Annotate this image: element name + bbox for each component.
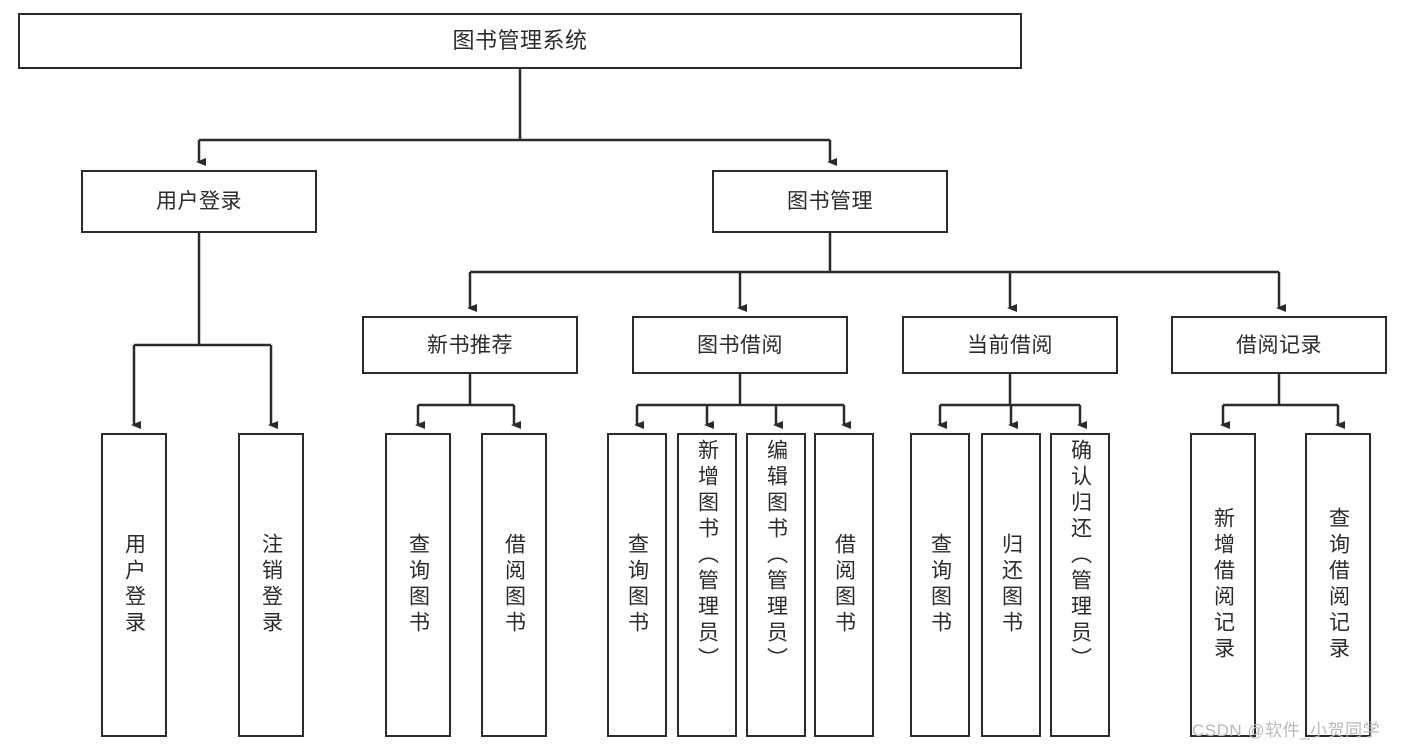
node-book-borrow-label: 图书借阅 (697, 333, 783, 357)
node-new-book-rec-label: 新书推荐 (427, 333, 513, 357)
node-leaf-confirm-return-label: 确认归还（管理员） (1068, 439, 1092, 673)
node-borrow-record[interactable]: 借阅记录 (1171, 316, 1387, 374)
node-leaf-user-login-label: 用户登录 (122, 533, 146, 637)
node-current-borrow-label: 当前借阅 (967, 333, 1053, 357)
node-leaf-edit-book-label: 编辑图书（管理员） (764, 439, 788, 673)
node-new-book-rec[interactable]: 新书推荐 (362, 316, 578, 374)
node-leaf-return-book[interactable]: 归还图书 (981, 433, 1041, 737)
node-leaf-add-book[interactable]: 新增图书（管理员） (677, 433, 737, 737)
node-leaf-query-book-3[interactable]: 查询图书 (910, 433, 970, 737)
node-leaf-query-record[interactable]: 查询借阅记录 (1305, 433, 1371, 737)
node-leaf-user-logout[interactable]: 注销登录 (238, 433, 304, 737)
node-user-login-label: 用户登录 (156, 190, 242, 213)
node-leaf-user-login[interactable]: 用户登录 (101, 433, 167, 737)
node-leaf-borrow-book-2-label: 借阅图书 (832, 533, 856, 637)
node-user-login[interactable]: 用户登录 (81, 170, 317, 233)
node-leaf-add-record[interactable]: 新增借阅记录 (1190, 433, 1256, 737)
watermark-text: CSDN @软件_小贺同学 (1192, 721, 1381, 740)
node-leaf-confirm-return[interactable]: 确认归还（管理员） (1050, 433, 1110, 737)
node-leaf-borrow-book-2[interactable]: 借阅图书 (814, 433, 874, 737)
node-leaf-edit-book[interactable]: 编辑图书（管理员） (746, 433, 806, 737)
node-leaf-query-book-1[interactable]: 查询图书 (385, 433, 451, 737)
node-leaf-query-book-3-label: 查询图书 (928, 533, 952, 637)
node-leaf-add-record-label: 新增借阅记录 (1211, 507, 1235, 663)
node-leaf-return-book-label: 归还图书 (999, 533, 1023, 637)
node-leaf-borrow-book-1[interactable]: 借阅图书 (481, 433, 547, 737)
node-borrow-record-label: 借阅记录 (1236, 333, 1322, 357)
node-leaf-add-book-label: 新增图书（管理员） (695, 439, 719, 673)
node-root-label: 图书管理系统 (452, 28, 588, 53)
node-leaf-query-record-label: 查询借阅记录 (1326, 507, 1350, 663)
node-leaf-query-book-2-label: 查询图书 (625, 533, 649, 637)
node-book-manage[interactable]: 图书管理 (712, 170, 948, 233)
node-leaf-query-book-1-label: 查询图书 (406, 533, 430, 637)
node-leaf-user-logout-label: 注销登录 (259, 533, 283, 637)
node-book-manage-label: 图书管理 (787, 190, 873, 213)
node-root[interactable]: 图书管理系统 (18, 13, 1022, 69)
node-leaf-query-book-2[interactable]: 查询图书 (607, 433, 667, 737)
node-current-borrow[interactable]: 当前借阅 (902, 316, 1118, 374)
node-book-borrow[interactable]: 图书借阅 (632, 316, 848, 374)
node-leaf-borrow-book-1-label: 借阅图书 (502, 533, 526, 637)
